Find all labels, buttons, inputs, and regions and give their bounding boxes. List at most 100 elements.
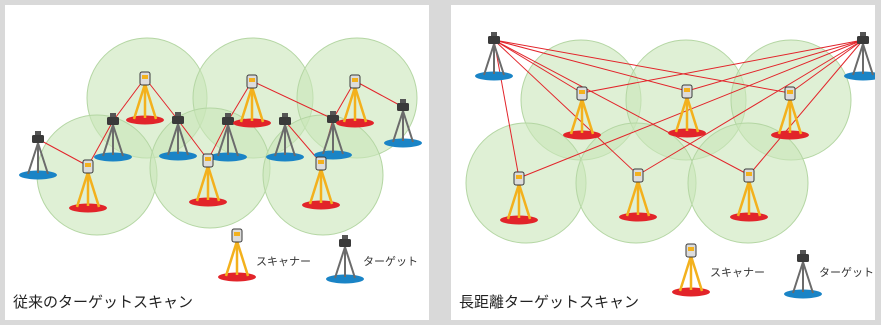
- scanner-lens: [85, 163, 91, 167]
- sightline: [251, 80, 334, 120]
- scanner-lens: [352, 78, 358, 82]
- scanner-icon: [218, 228, 256, 282]
- sightline: [493, 39, 639, 176]
- sightline: [493, 39, 688, 92]
- diagram-conventional: [19, 37, 422, 284]
- target-prism: [400, 99, 406, 103]
- scanner-leg: [143, 83, 158, 120]
- scanner-icon: [619, 168, 657, 222]
- scanner-leg: [689, 255, 704, 292]
- sightline: [637, 39, 864, 176]
- target-leg: [227, 124, 239, 157]
- scanner-lens: [787, 90, 793, 94]
- target-prism: [35, 131, 41, 135]
- sightline: [207, 120, 229, 161]
- target-head: [797, 254, 809, 262]
- scanner-leg: [580, 98, 595, 135]
- scanner-icon: [730, 168, 768, 222]
- target-head: [397, 103, 409, 111]
- sightline: [493, 39, 520, 179]
- target-leg: [483, 43, 495, 76]
- coverage-circle: [465, 122, 587, 244]
- sightline: [87, 120, 114, 167]
- target-leg: [274, 124, 286, 157]
- sightline: [112, 77, 146, 122]
- scanner-icon: [336, 74, 374, 128]
- scanner-icon: [500, 171, 538, 225]
- sightline: [493, 39, 750, 176]
- scanner-leg: [636, 180, 651, 217]
- sightline: [37, 138, 89, 167]
- target-head: [222, 117, 234, 125]
- scanner-icon: [771, 86, 809, 140]
- target-base: [844, 71, 875, 81]
- scanner-leg: [195, 165, 210, 202]
- target-leg: [27, 142, 39, 175]
- target-leg: [862, 43, 874, 76]
- target-head: [339, 239, 351, 247]
- target-head: [172, 116, 184, 124]
- scanner-leg: [678, 255, 693, 292]
- target-icon: [94, 113, 132, 162]
- target-prism: [800, 250, 806, 254]
- scanner-leg: [75, 171, 90, 208]
- target-leg: [802, 261, 814, 294]
- scanner-lens: [249, 78, 255, 82]
- scanner-icon: [672, 243, 710, 297]
- scanner-icon: [668, 84, 706, 138]
- scanner-lens: [746, 172, 752, 176]
- target-icon: [784, 250, 822, 299]
- target-prism: [491, 32, 497, 36]
- sightline: [686, 39, 864, 92]
- target-prism: [225, 113, 231, 117]
- sightline: [581, 39, 864, 94]
- target-icon: [326, 235, 364, 284]
- scanner-leg: [353, 86, 368, 123]
- scanner-lens: [318, 160, 324, 164]
- scanner-leg: [239, 86, 254, 123]
- sightline: [493, 39, 583, 94]
- target-icon: [209, 113, 247, 162]
- target-leg: [332, 122, 344, 155]
- target-prism: [330, 111, 336, 115]
- legend-scanner-label: スキャナー: [710, 266, 765, 279]
- target-leg: [37, 142, 49, 175]
- scanner-leg: [250, 86, 265, 123]
- target-icon: [266, 113, 304, 162]
- panel-caption: 従来のターゲットスキャン: [13, 293, 194, 311]
- target-prism: [110, 113, 116, 117]
- scanner-leg: [625, 180, 640, 217]
- target-head: [32, 135, 44, 143]
- panel-long-range-target-scan: スキャナー ターゲット 長距離ターゲットスキャン: [451, 5, 875, 320]
- scanner-icon: [189, 153, 227, 207]
- target-icon: [384, 99, 422, 148]
- target-icon: [19, 131, 57, 180]
- scanner-icon: [302, 156, 340, 210]
- target-leg: [493, 43, 505, 76]
- target-head: [107, 117, 119, 125]
- target-leg: [217, 124, 229, 157]
- scanner-leg: [788, 98, 803, 135]
- target-head: [857, 36, 869, 44]
- scanner-lens: [516, 175, 522, 179]
- scanner-leg: [224, 240, 239, 277]
- scanner-leg: [736, 180, 751, 217]
- target-leg: [177, 123, 189, 156]
- target-leg: [402, 110, 414, 143]
- scanner-icon: [563, 86, 601, 140]
- target-leg: [392, 110, 404, 143]
- diagram-long-range: [465, 32, 875, 299]
- scanner-leg: [308, 168, 323, 205]
- scanner-lens: [234, 232, 240, 236]
- sightline: [748, 39, 864, 176]
- panel-caption: 長距離ターゲットスキャン: [459, 293, 640, 311]
- scanner-leg: [506, 183, 521, 220]
- target-leg: [284, 124, 296, 157]
- scanner-lens: [579, 90, 585, 94]
- sightline: [144, 77, 179, 121]
- scanner-lens: [688, 247, 694, 251]
- target-prism: [175, 112, 181, 116]
- target-head: [279, 117, 291, 125]
- target-leg: [102, 124, 114, 157]
- target-icon: [844, 32, 875, 81]
